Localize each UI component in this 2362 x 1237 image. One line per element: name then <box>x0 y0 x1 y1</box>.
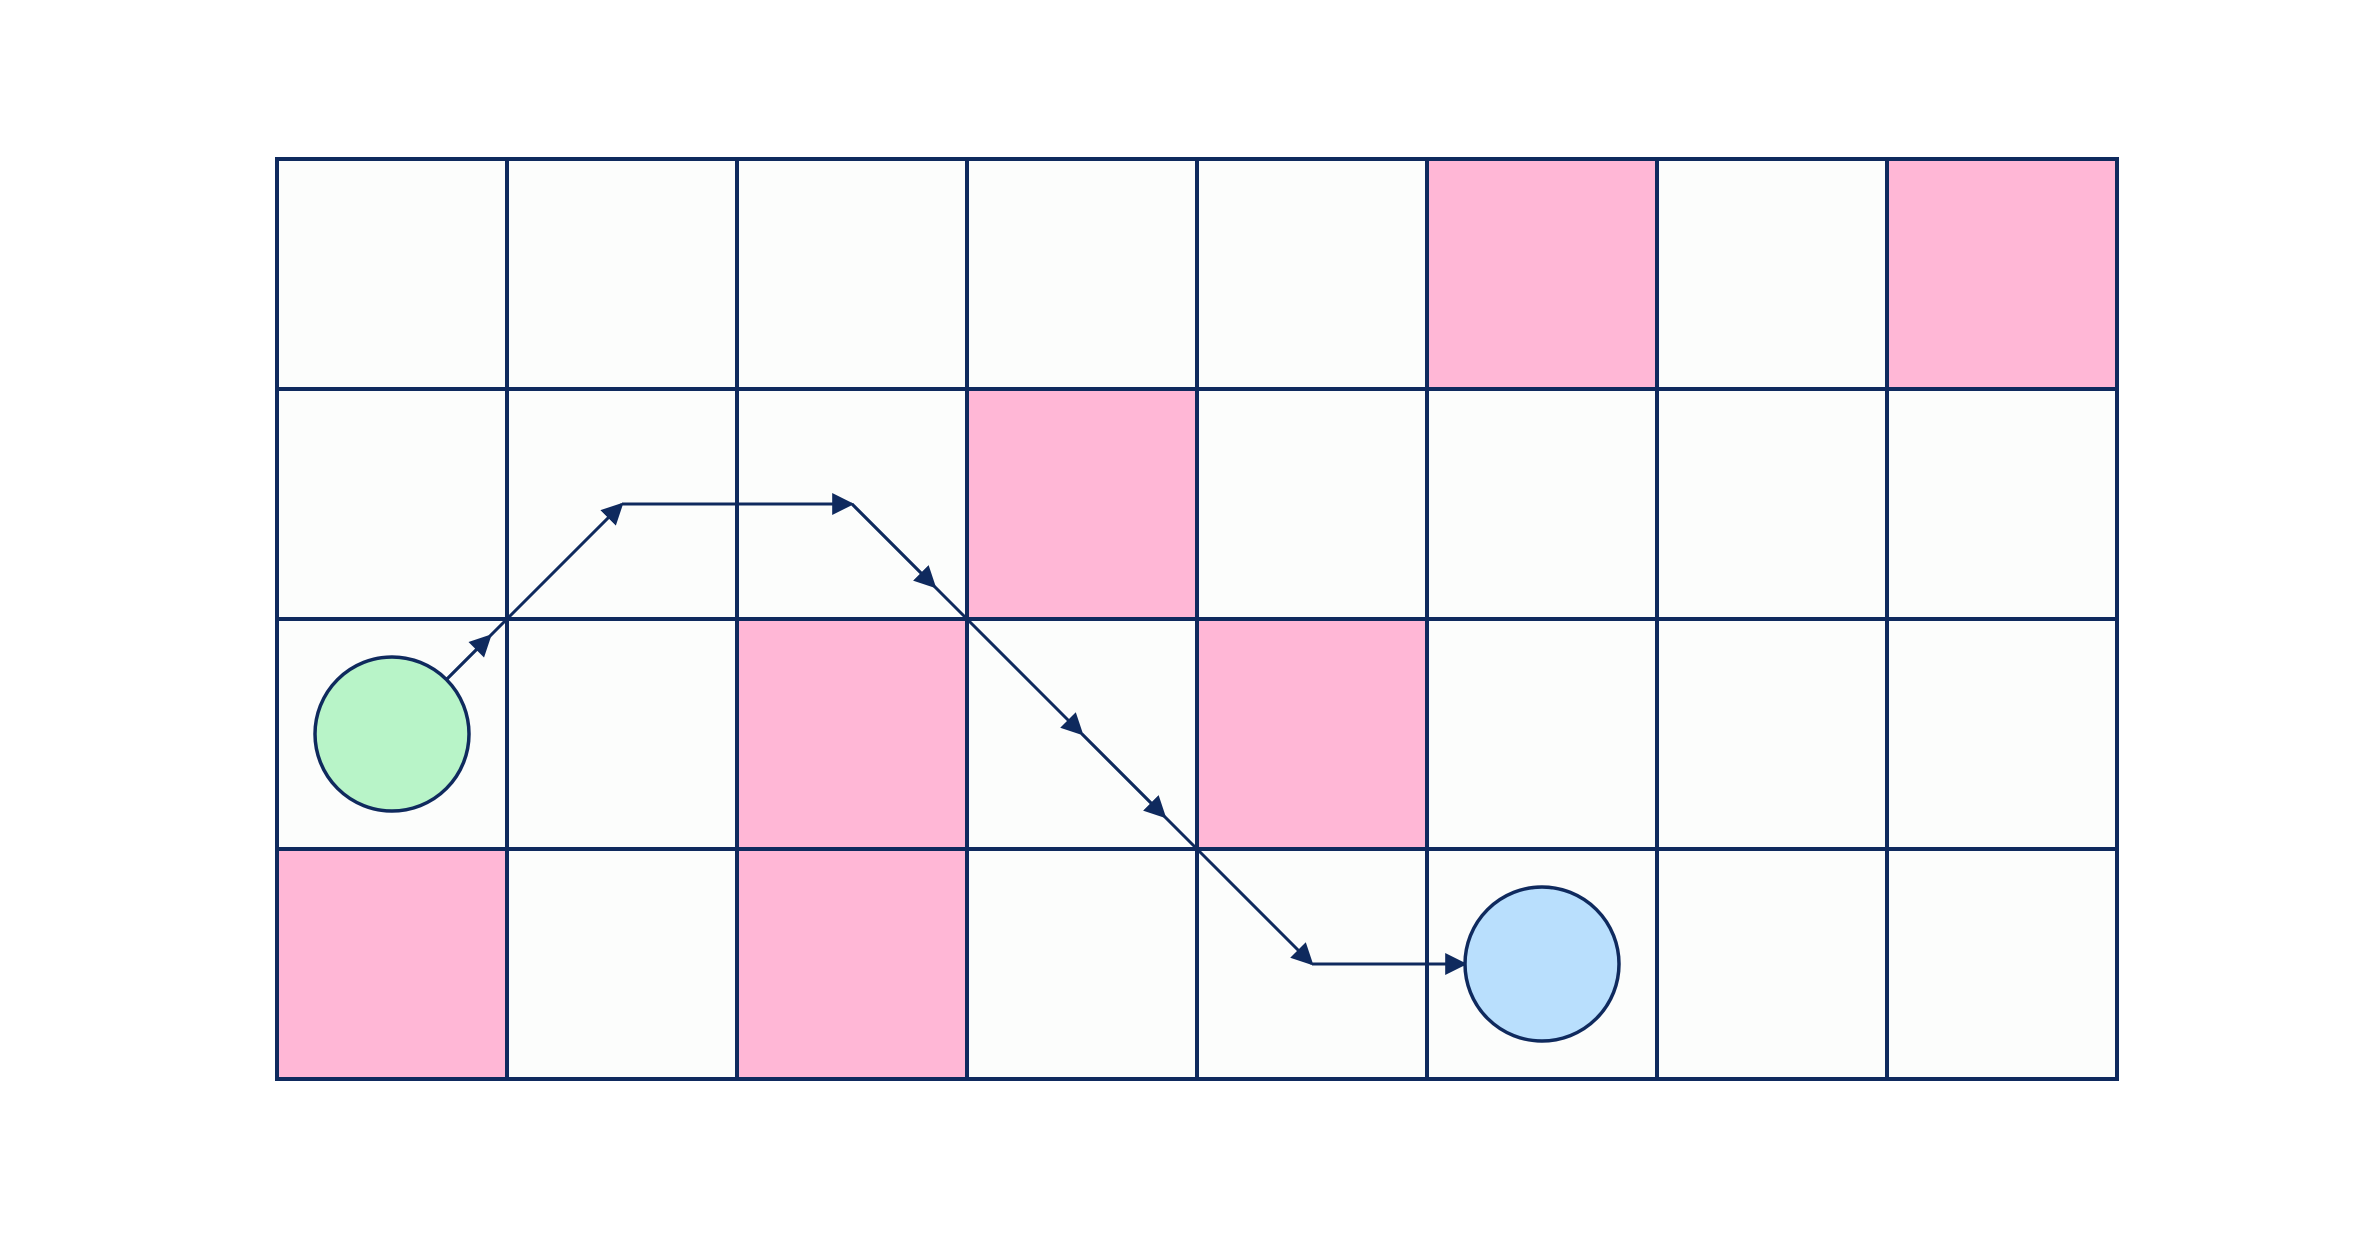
grid-cell <box>1885 387 2119 621</box>
obstacle-cell <box>735 617 969 851</box>
grid-cell <box>275 157 509 391</box>
obstacle-cell <box>275 847 509 1081</box>
path-arrow <box>1080 732 1167 819</box>
grid-cell <box>1885 847 2119 1081</box>
nodes-layer <box>313 655 1621 1043</box>
grid-cell <box>1425 387 1659 621</box>
grid-cell <box>1655 847 1889 1081</box>
path-arrow <box>1195 847 1314 966</box>
grid-cell <box>965 157 1199 391</box>
grid-cell <box>505 847 739 1081</box>
obstacle-cell <box>1195 617 1429 851</box>
grid-cell <box>275 387 509 621</box>
goal-node <box>1463 885 1621 1043</box>
grid-cell <box>965 847 1199 1081</box>
cells-layer <box>275 157 2119 1081</box>
grid-cell <box>1195 157 1429 391</box>
path-arrow <box>505 502 624 621</box>
grid-cell <box>1655 387 1889 621</box>
grid-cell <box>1655 157 1889 391</box>
grid-border <box>275 157 2119 1081</box>
start-node <box>313 655 471 813</box>
grid-cell <box>505 617 739 851</box>
path-arrow <box>965 617 1084 736</box>
obstacle-cell <box>1885 157 2119 391</box>
grid-cell <box>735 157 969 391</box>
obstacle-cell <box>1425 157 1659 391</box>
grid-cell <box>1885 617 2119 851</box>
obstacle-cell <box>735 847 969 1081</box>
path-arrow <box>850 502 937 589</box>
grid-cell <box>1655 617 1889 851</box>
grid-cell <box>505 157 739 391</box>
obstacle-cell <box>965 387 1199 621</box>
path-layer <box>446 493 1468 975</box>
grid-cell <box>1425 617 1659 851</box>
path-arrow <box>446 634 492 680</box>
grid-cell <box>1195 387 1429 621</box>
